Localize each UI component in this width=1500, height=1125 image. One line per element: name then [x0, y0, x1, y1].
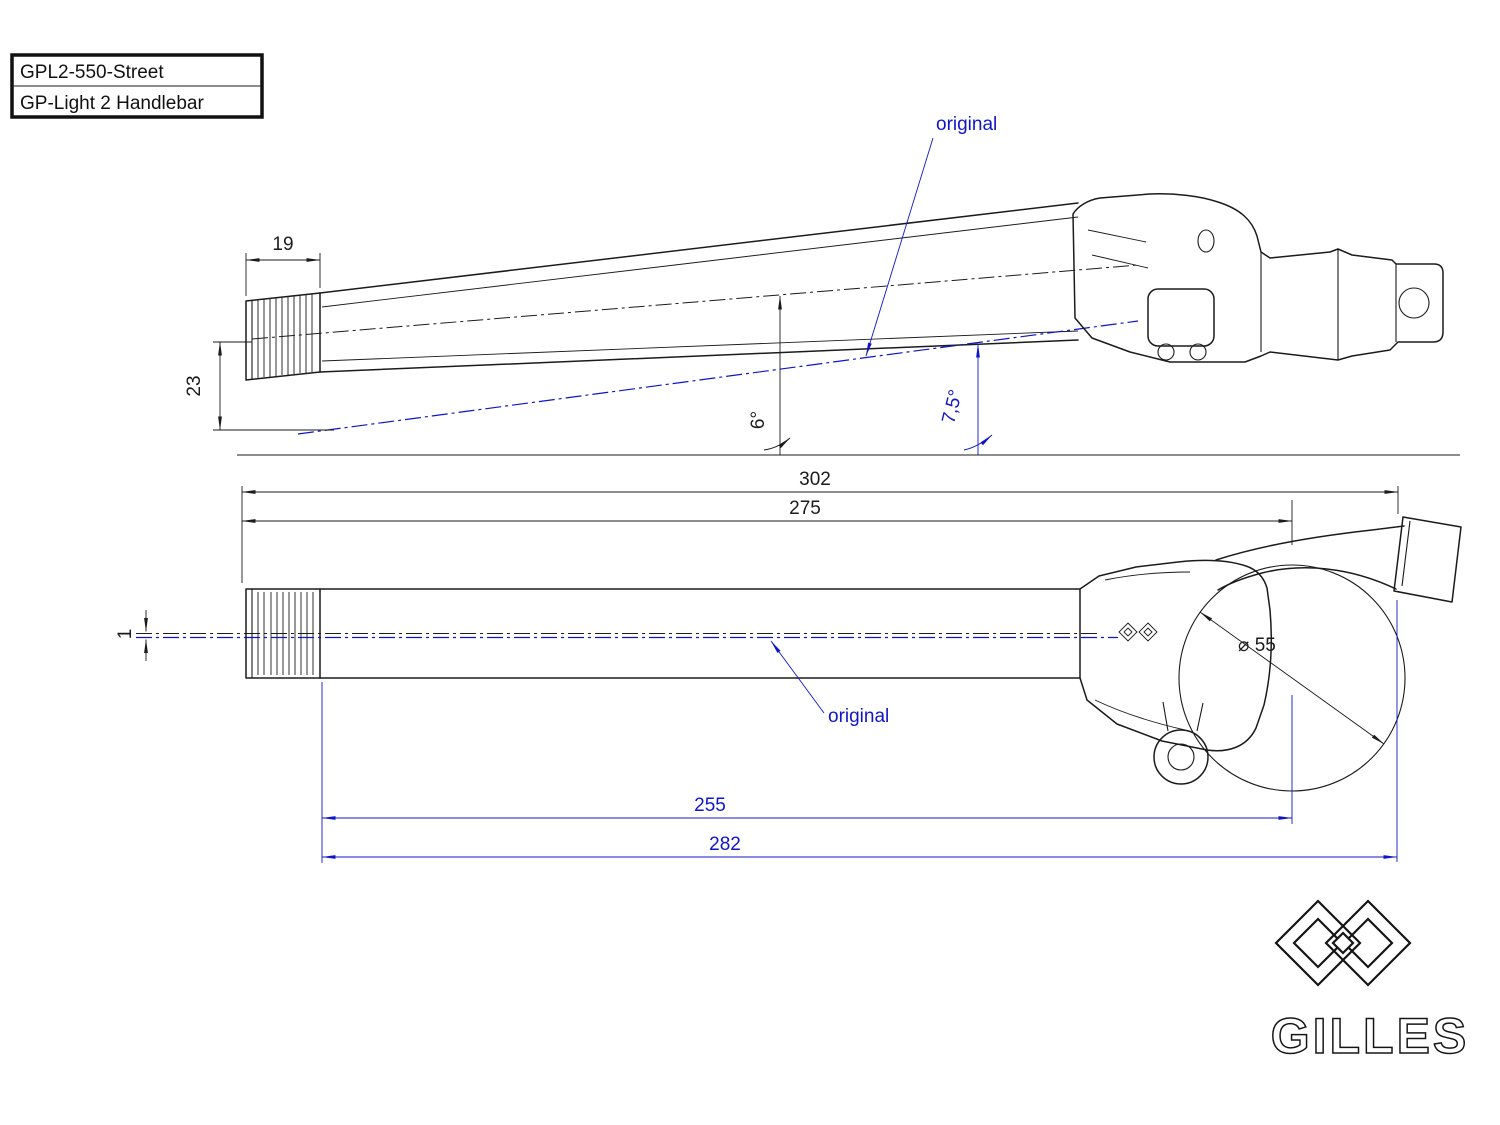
dim-to-center-275: 275	[241, 498, 1293, 545]
angle-6-label: 6°	[748, 411, 769, 429]
part-name: GP-Light 2 Handlebar	[20, 93, 204, 114]
clamp-arm-tab	[1393, 516, 1462, 603]
angle-7-5-label: 7,5°	[938, 388, 967, 426]
mount-hole	[1398, 287, 1430, 319]
dim-255-label: 255	[694, 795, 726, 816]
bottom-ring-outer	[1153, 729, 1209, 785]
original-label-side: original	[936, 114, 997, 135]
side-view: 19 23 6° 7,5° original	[184, 114, 1460, 456]
bottom-ring-inner	[1167, 743, 1195, 771]
original-leader-plan: original	[770, 640, 889, 727]
dim-knurl-length: 19	[245, 234, 321, 296]
dim-overall-302: 302	[241, 469, 1399, 583]
brand-logo: GILLES	[1270, 899, 1470, 1065]
part-number: GPL2-550-Street	[20, 62, 164, 83]
dim-drop-height: 23	[184, 341, 334, 431]
brand-wordmark: GILLES	[1271, 1008, 1470, 1064]
clamp-bolt-hole	[1197, 229, 1215, 253]
angle-6deg: 6°	[748, 295, 791, 455]
dim-clamp-diameter: ⌀ 55	[1199, 611, 1385, 745]
plan-view: 1 ⌀ 55	[115, 469, 1462, 863]
clamp-assembly-side	[1072, 193, 1444, 363]
dim-19-label: 19	[272, 234, 293, 255]
original-leader-side: original	[865, 114, 997, 357]
centerline-original-bar	[297, 320, 1139, 435]
original-label-plan: original	[828, 706, 889, 727]
dim-offset-1: 1	[115, 610, 148, 661]
dim-original-255: 255	[321, 682, 1293, 863]
dim-275-label: 275	[789, 498, 821, 519]
gilles-emblem-small-icon	[1118, 622, 1158, 642]
dim-23-label: 23	[184, 375, 205, 396]
angle-7-5deg: 7,5°	[938, 343, 993, 455]
clamp-assembly-plan	[1079, 516, 1462, 792]
bar-tube-side	[319, 202, 1079, 373]
dim-282-label: 282	[709, 834, 741, 855]
dim-original-282: 282	[321, 600, 1398, 862]
dim-302-label: 302	[799, 469, 831, 490]
bar-tube-plan	[319, 588, 1081, 679]
clamp-block	[1147, 288, 1215, 347]
title-block: GPL2-550-Street GP-Light 2 Handlebar	[10, 53, 264, 119]
clamp-arm	[1215, 525, 1405, 561]
dim-1-label: 1	[115, 629, 136, 640]
dim-dia55-label: ⌀ 55	[1238, 635, 1276, 656]
centerline-new-bar	[251, 264, 1139, 340]
gilles-emblem-icon	[1274, 899, 1412, 987]
